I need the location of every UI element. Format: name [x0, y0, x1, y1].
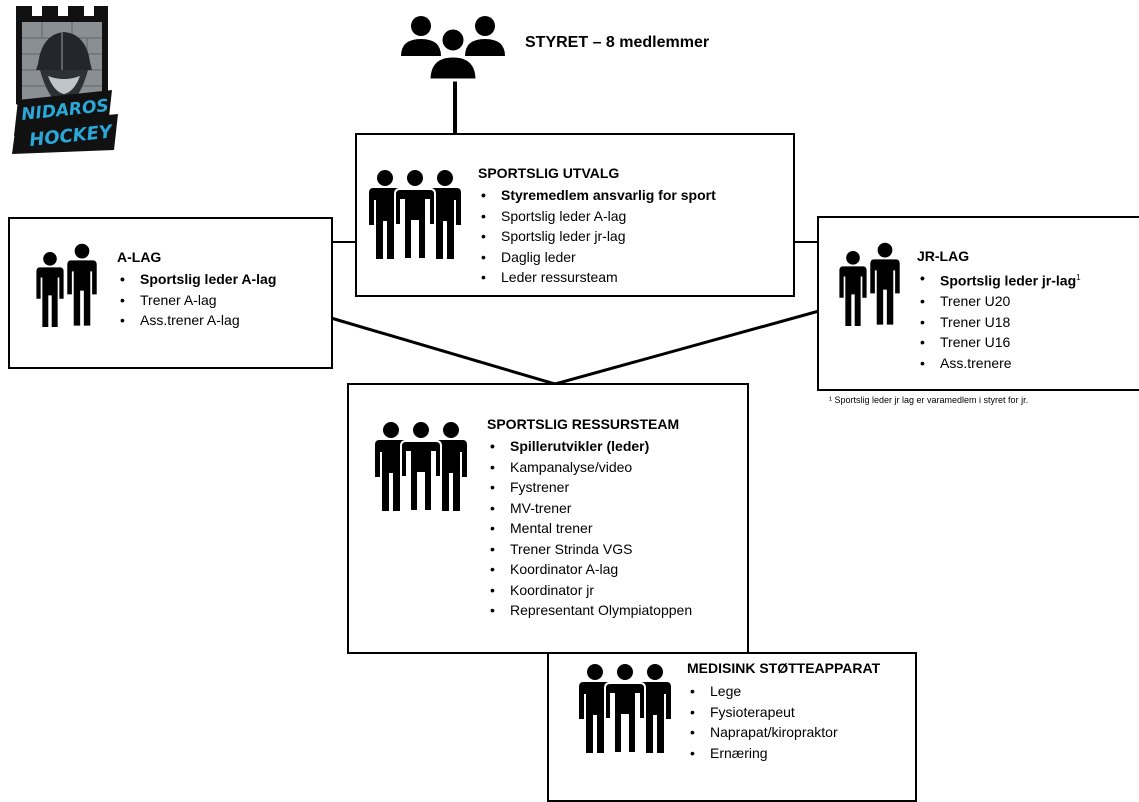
jr-lag-box: JR-LAG Sportslig leder jr-lag1 Trener U2… [817, 216, 1139, 391]
footnote-marker: 1 [1076, 273, 1081, 282]
list-item: Koordinator jr [487, 580, 692, 601]
list-item: Fystrener [487, 477, 692, 498]
two-people-icon [839, 242, 900, 326]
board-title: STYRET – 8 medlemmer [525, 34, 710, 51]
list-item: Trener U18 [917, 312, 1081, 333]
list-item: Sportslig leder A-lag [117, 269, 276, 290]
list-item: Spillerutvikler (leder) [487, 436, 692, 457]
two-people-icon [36, 243, 97, 327]
jr-lag-list: Sportslig leder jr-lag1 Trener U20 Trene… [917, 268, 1081, 373]
list-item: Trener A-lag [117, 290, 276, 311]
ressursteam-title: SPORTSLIG RESSURSTEAM [487, 416, 680, 432]
list-item: Sportslig leder jr-lag [478, 226, 716, 247]
list-item: Trener U20 [917, 291, 1081, 312]
group-icon [401, 16, 505, 82]
list-item: Kampanalyse/video [487, 457, 692, 478]
list-item: Ass.trenere [917, 353, 1081, 374]
medisinsk-title: MEDISINK STØTTEAPPARAT [687, 660, 881, 676]
list-item: Leder ressursteam [478, 267, 716, 288]
list-item: Styremedlem ansvarlig for sport [478, 185, 716, 206]
sportslig-utvalg-list: Styremedlem ansvarlig for sport Sportsli… [478, 185, 716, 288]
sportslig-utvalg-box: SPORTSLIG UTVALG Styremedlem ansvarlig f… [355, 133, 795, 297]
list-item: Sportslig leder A-lag [478, 206, 716, 227]
list-item: Fysioterapeut [687, 702, 838, 723]
list-item: MV-trener [487, 498, 692, 519]
medisinsk-box: MEDISINK STØTTEAPPARAT Lege Fysioterapeu… [547, 652, 917, 802]
list-item: Koordinator A-lag [487, 559, 692, 580]
list-item: Trener U16 [917, 332, 1081, 353]
ressursteam-box: SPORTSLIG RESSURSTEAM Spillerutvikler (l… [347, 383, 749, 654]
a-lag-list: Sportslig leder A-lag Trener A-lag Ass.t… [117, 269, 276, 331]
list-item: Naprapat/kiropraktor [687, 722, 838, 743]
list-item: Sportslig leder jr-lag1 [917, 268, 1081, 291]
a-lag-title: A-LAG [117, 249, 162, 265]
group-three-people-icon [369, 168, 461, 260]
list-item-text: Sportslig leder jr-lag [940, 272, 1077, 289]
group-three-people-icon [579, 662, 671, 754]
jr-lag-footnote: ¹ Sportslig leder jr lag er varamedlem i… [829, 395, 1029, 405]
ressursteam-list: Spillerutvikler (leder) Kampanalyse/vide… [487, 436, 692, 621]
list-item: Lege [687, 681, 838, 702]
a-lag-box: A-LAG Sportslig leder A-lag Trener A-lag… [8, 217, 333, 369]
list-item: Representant Olympiatoppen [487, 600, 692, 621]
list-item: Ass.trener A-lag [117, 310, 276, 331]
list-item: Trener Strinda VGS [487, 539, 692, 560]
list-item: Daglig leder [478, 247, 716, 268]
sportslig-utvalg-title: SPORTSLIG UTVALG [478, 165, 620, 181]
list-item: Mental trener [487, 518, 692, 539]
group-three-people-icon [375, 420, 467, 512]
jr-lag-title: JR-LAG [917, 248, 970, 264]
medisinsk-list: Lege Fysioterapeut Naprapat/kiropraktor … [687, 681, 838, 763]
list-item: Ernæring [687, 743, 838, 764]
nidaros-hockey-logo: NIDAROS HOCKEY [12, 6, 118, 154]
